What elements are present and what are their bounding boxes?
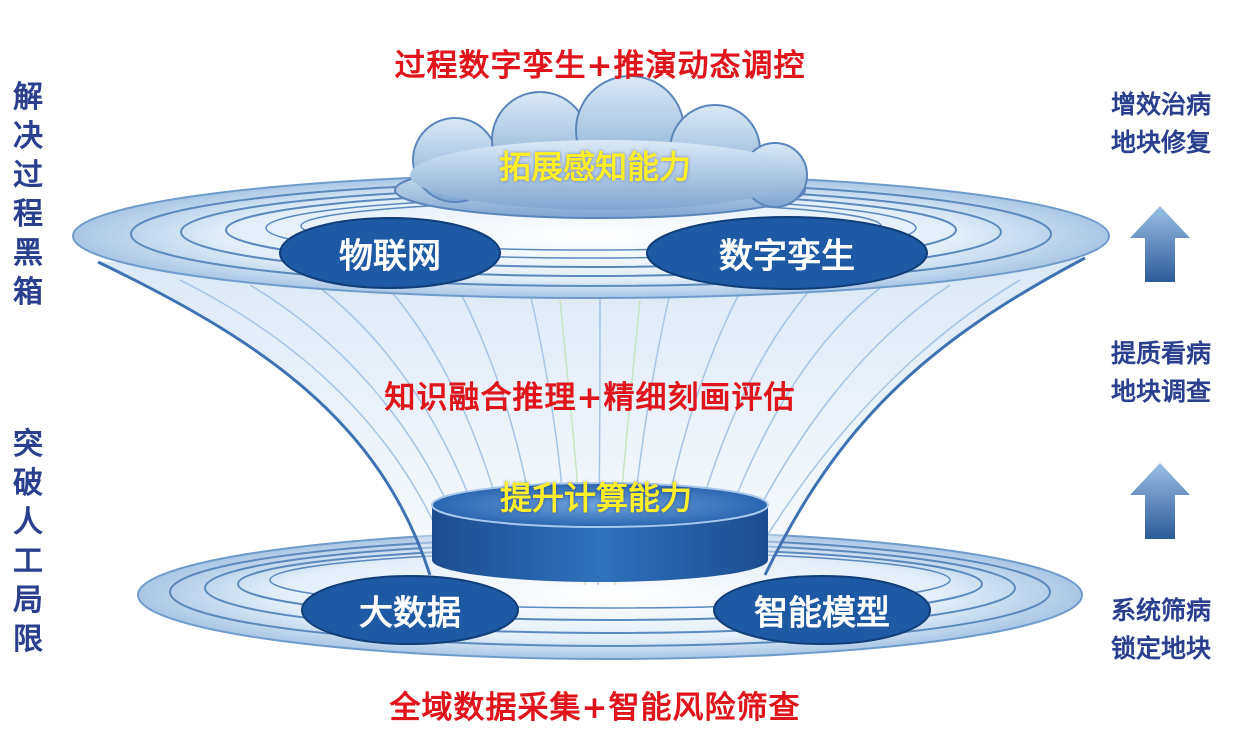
right-step-middle: 提质看病 地块调查: [1076, 335, 1246, 411]
left-char: 程: [13, 197, 43, 232]
oval-label-digital-twin: 数字孪生: [719, 236, 855, 277]
left-char: 限: [13, 622, 43, 657]
title-middle: 知识融合推理+精细刻画评估: [384, 380, 796, 416]
cloud-shape: [394, 75, 808, 219]
left-char: 人: [13, 505, 43, 540]
left-char: 突: [13, 427, 43, 462]
right-step-line: 地块调查: [1110, 377, 1211, 406]
left-column-upper: 解 决 过 程 黑 箱: [8, 78, 48, 312]
oval-label-iot: 物联网: [339, 236, 441, 277]
right-step-line: 地块修复: [1110, 128, 1211, 157]
up-arrow-icon: [1130, 463, 1190, 539]
cloud-label: 拓展感知能力: [498, 148, 692, 186]
funnel-body: [98, 258, 1085, 575]
title-bottom: 全域数据采集+智能风险筛查: [389, 690, 801, 726]
right-step-bottom: 系统筛病 锁定地块: [1076, 592, 1246, 668]
right-step-top: 增效治病 地块修复: [1076, 86, 1246, 162]
oval-big-data: [301, 575, 519, 645]
left-char: 破: [13, 466, 43, 501]
left-char: 工: [13, 544, 43, 579]
right-step-line: 系统筛病: [1110, 596, 1211, 625]
oval-label-big-data: 大数据: [359, 593, 461, 634]
oval-iot: [279, 217, 501, 289]
left-char: 黑: [13, 236, 43, 271]
left-column-lower: 突 破 人 工 局 限: [8, 425, 48, 659]
right-step-line: 锁定地块: [1110, 634, 1211, 663]
left-char: 解: [13, 80, 43, 115]
oval-digital-twin: [646, 216, 928, 290]
left-char: 过: [13, 158, 43, 193]
cylinder-label: 提升计算能力: [499, 479, 693, 517]
right-step-line: 增效治病: [1110, 90, 1211, 119]
right-step-line: 提质看病: [1110, 339, 1211, 368]
oval-smart-model: [713, 575, 931, 645]
left-char: 决: [13, 119, 43, 154]
left-char: 箱: [13, 275, 43, 310]
title-top: 过程数字孪生+推演动态调控: [394, 48, 806, 84]
up-arrow-icon: [1130, 206, 1190, 282]
left-char: 局: [13, 583, 43, 618]
oval-label-smart-model: 智能模型: [754, 593, 890, 634]
cylinder-shape: [431, 482, 769, 582]
